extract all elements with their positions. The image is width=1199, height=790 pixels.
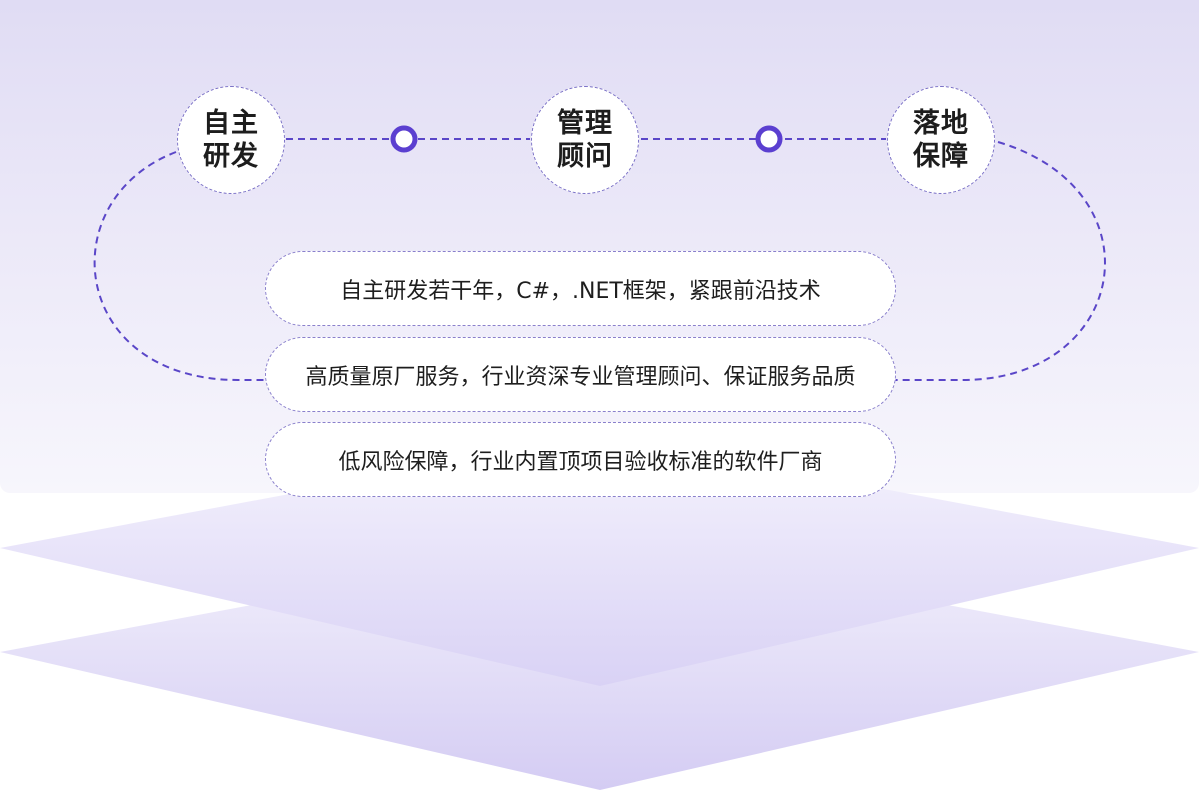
stage-label-delivery: 落地保障 [913, 108, 969, 172]
connector-node-2 [755, 125, 783, 153]
stage-label-consulting: 管理顾问 [557, 108, 613, 172]
feature-pill-3: 低风险保障，行业内置顶项目验收标准的软件厂商 [265, 422, 896, 497]
feature-text-2: 高质量原厂服务，行业资深专业管理顾问、保证服务品质 [305, 364, 856, 390]
connector-loop-left [93, 151, 266, 381]
feature-pill-1: 自主研发若干年，C#，.NET框架，紧跟前沿技术 [265, 251, 896, 326]
stage-circle-research: 自主研发 [177, 86, 285, 194]
feature-pill-2: 高质量原厂服务，行业资深专业管理顾问、保证服务品质 [265, 337, 896, 412]
stage-circle-delivery: 落地保障 [887, 86, 995, 194]
connector-node-1 [390, 125, 418, 153]
stage-label-research: 自主研发 [203, 108, 259, 172]
connector-loop-right [895, 141, 1106, 381]
top-layer [0, 436, 1199, 686]
feature-text-3: 低风险保障，行业内置顶项目验收标准的软件厂商 [338, 449, 823, 475]
stage-circle-consulting: 管理顾问 [531, 86, 639, 194]
feature-text-1: 自主研发若干年，C#，.NET框架，紧跟前沿技术 [340, 278, 821, 304]
